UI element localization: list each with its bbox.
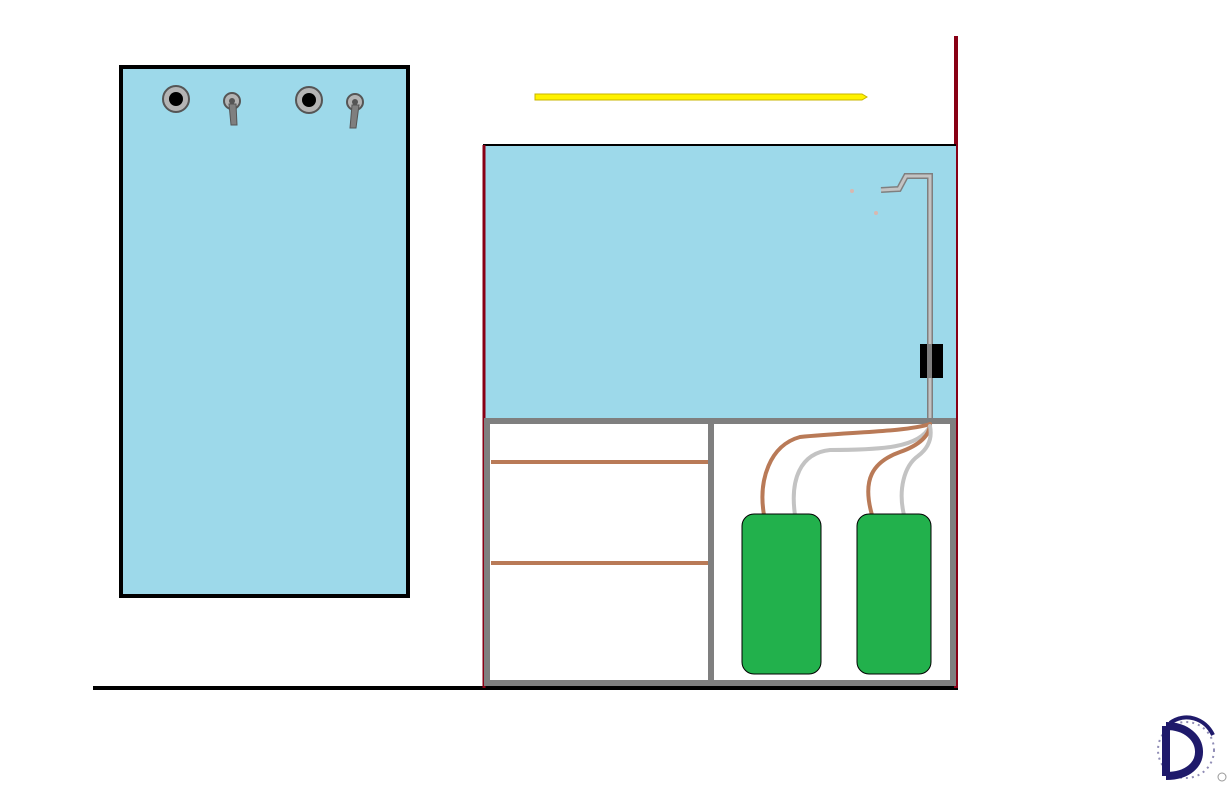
- valve-2: [346, 93, 364, 129]
- hose-brown-1: [760, 422, 932, 517]
- left-panel: [119, 65, 410, 598]
- canister-hoses: [760, 422, 933, 517]
- hose-gray-2: [899, 424, 933, 517]
- bulkhead-fitting-2: [295, 86, 323, 114]
- canister-filter-1: [741, 513, 822, 675]
- left-panel-body: [119, 65, 410, 598]
- hose-gray-1: [791, 424, 932, 517]
- hose-brown-2: [866, 422, 932, 517]
- watermark-logo: [1157, 715, 1227, 782]
- canister-filter-2: [856, 513, 932, 675]
- display-tank-water: [483, 145, 956, 419]
- valve-1: [223, 92, 241, 126]
- light-bar: [534, 93, 868, 101]
- display-tank: [482, 144, 956, 688]
- bulkhead-fitting-1: [162, 85, 190, 113]
